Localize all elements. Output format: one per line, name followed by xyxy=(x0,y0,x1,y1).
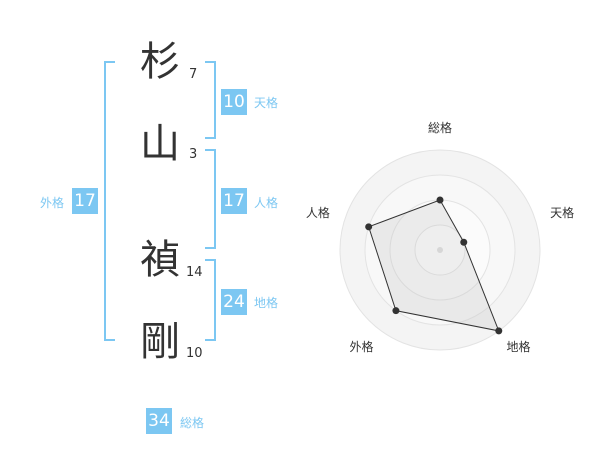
radar-point-4 xyxy=(392,307,400,315)
radar-series-polygon xyxy=(368,199,500,332)
radar-point-5 xyxy=(365,223,373,231)
radar-axis-label-3: 地格 xyxy=(507,339,531,354)
chikaku-bracket xyxy=(205,259,216,341)
radar-point-3 xyxy=(495,327,503,335)
radar-axis-label-5: 人格 xyxy=(306,205,330,220)
radar-axis-label-2: 天格 xyxy=(550,205,574,220)
chikaku-value: 24 xyxy=(221,289,247,315)
soukaku-value: 34 xyxy=(146,408,172,434)
name-char-1: 杉 xyxy=(140,39,180,85)
stroke-count-4: 10 xyxy=(186,346,203,361)
jinkaku-bracket xyxy=(205,149,216,249)
tenkaku-label: 天格 xyxy=(254,96,279,110)
radar-point-2 xyxy=(460,238,468,246)
tenkaku-value: 10 xyxy=(221,89,247,115)
radar-point-1 xyxy=(436,196,444,204)
soukaku-label: 総格 xyxy=(180,416,205,430)
gaikaku-bracket xyxy=(104,61,115,341)
chikaku-label: 地格 xyxy=(254,296,279,310)
gaikaku-value: 17 xyxy=(72,188,98,214)
name-char-4: 剛 xyxy=(140,319,180,365)
stroke-count-3: 14 xyxy=(186,265,203,280)
radar-axis-label-4: 外格 xyxy=(349,339,373,354)
tenkaku-bracket xyxy=(205,61,216,139)
stroke-count-2: 3 xyxy=(189,147,198,162)
gaikaku-label: 外格 xyxy=(40,196,65,210)
radar-axis-label-1: 総格 xyxy=(428,120,452,135)
name-char-2: 山 xyxy=(140,121,180,167)
jinkaku-label: 人格 xyxy=(254,196,279,210)
name-char-3: 禎 xyxy=(140,237,180,283)
radar-center-dot xyxy=(437,247,443,253)
jinkaku-value: 17 xyxy=(221,188,247,214)
stroke-count-1: 7 xyxy=(189,67,198,82)
